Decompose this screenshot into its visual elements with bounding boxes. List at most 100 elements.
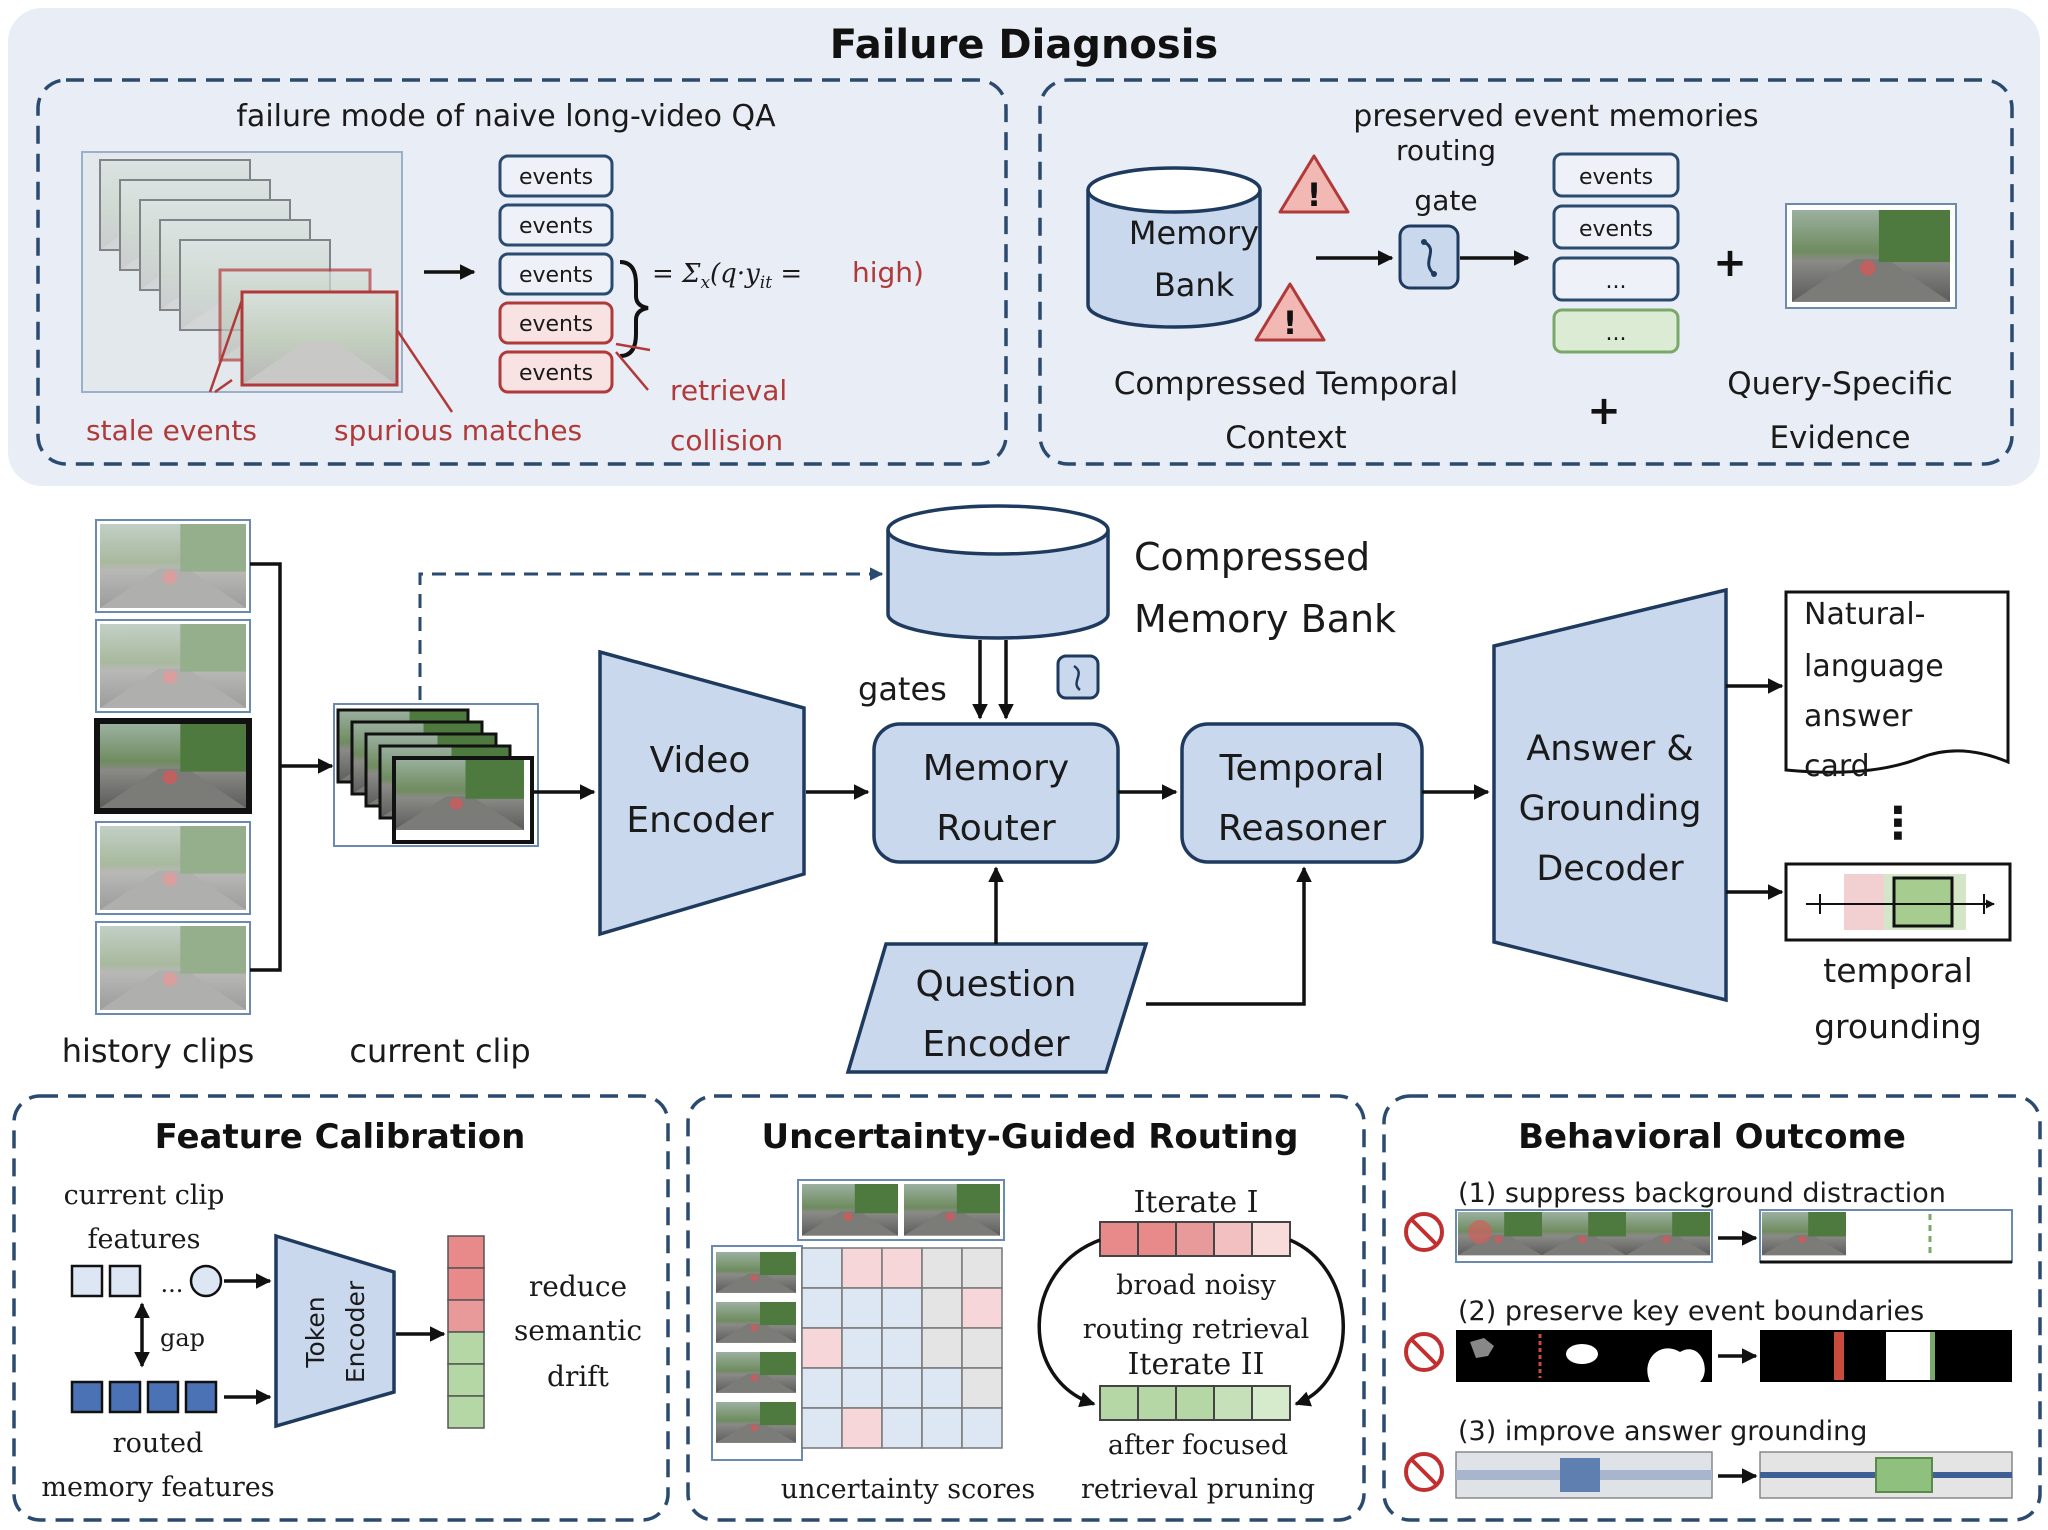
svg-text:Encoder: Encoder bbox=[922, 1024, 1069, 1065]
uncertainty-scores-label: uncertainty scores bbox=[781, 1474, 1035, 1505]
outcome-2-before bbox=[1456, 1330, 1712, 1382]
temporal-grounding-bar bbox=[1784, 862, 2012, 942]
history-clips bbox=[94, 519, 252, 1015]
outcome-1-after bbox=[1759, 1209, 2013, 1264]
outcome-3-after bbox=[1759, 1451, 2013, 1499]
collision-label: collision bbox=[670, 424, 783, 457]
svg-text:events: events bbox=[519, 214, 593, 239]
stale-events-label: stale events bbox=[86, 414, 257, 447]
vertical-ellipsis: ⋮ bbox=[1876, 798, 1920, 849]
svg-text:broad noisy: broad noisy bbox=[1116, 1270, 1277, 1301]
svg-text:Encoder: Encoder bbox=[626, 800, 773, 841]
svg-text:events: events bbox=[519, 165, 593, 190]
svg-text:Decoder: Decoder bbox=[1536, 849, 1684, 889]
collision-formula: = Σx(q·yit = high) bbox=[652, 256, 924, 293]
outcome-item-1: (1) suppress background distraction bbox=[1458, 1178, 1946, 1209]
calibrated-token-column bbox=[447, 1235, 485, 1429]
svg-text:card: card bbox=[1804, 749, 1870, 784]
svg-text:Router: Router bbox=[936, 808, 1056, 849]
warning-icon: ! bbox=[1278, 154, 1350, 214]
svg-text:drift: drift bbox=[547, 1360, 610, 1393]
stacked-history-frames bbox=[81, 151, 403, 393]
answer-grounding-decoder bbox=[1492, 587, 1728, 1003]
svg-text:Memory: Memory bbox=[1129, 214, 1259, 252]
preserved-memories-title: preserved event memories bbox=[1353, 99, 1758, 134]
svg-text:current clip: current clip bbox=[64, 1180, 225, 1211]
uncertainty-frames bbox=[711, 1179, 1005, 1461]
svg-text:Encoder: Encoder bbox=[341, 1280, 370, 1383]
outcome-3-before bbox=[1455, 1451, 1713, 1499]
current-clip-features: ... bbox=[70, 1264, 223, 1298]
svg-text:reduce: reduce bbox=[529, 1270, 627, 1303]
spurious-matches-label: spurious matches bbox=[334, 414, 582, 447]
event-list-right: events events ... ... bbox=[1552, 152, 1680, 354]
video-encoder bbox=[598, 649, 806, 937]
svg-text:Question: Question bbox=[915, 964, 1076, 1005]
gap-label: gap bbox=[160, 1324, 205, 1352]
svg-text:...: ... bbox=[161, 1270, 184, 1298]
temporal-grounding-label-1: temporal bbox=[1823, 951, 1972, 990]
query-evidence-label-1: Query-Specific bbox=[1727, 366, 1953, 402]
svg-text:= Σx(q·yit =: = Σx(q·yit = bbox=[652, 259, 802, 293]
svg-text:Reasoner: Reasoner bbox=[1218, 808, 1386, 849]
svg-text:language: language bbox=[1804, 649, 1944, 684]
current-clip-stack bbox=[333, 703, 539, 847]
outcome-2-after bbox=[1760, 1330, 2012, 1382]
svg-text:events: events bbox=[519, 312, 593, 337]
compressed-memory-bank-label-1: Compressed bbox=[1134, 535, 1370, 579]
uncertainty-routing-panel bbox=[686, 1094, 1366, 1522]
plus-sign: + bbox=[1713, 240, 1747, 286]
svg-text:...: ... bbox=[1606, 269, 1627, 294]
gate-icon bbox=[1398, 224, 1460, 290]
plus-sign: + bbox=[1587, 388, 1621, 434]
feature-calibration-title: Feature Calibration bbox=[155, 1117, 526, 1157]
svg-text:high): high) bbox=[852, 256, 924, 289]
gate-label: gate bbox=[1414, 184, 1477, 217]
svg-text:events: events bbox=[1579, 165, 1653, 190]
history-clips-label: history clips bbox=[62, 1032, 255, 1070]
query-evidence-frame bbox=[1785, 203, 1957, 309]
compressed-memory-bank-label-2: Memory Bank bbox=[1134, 597, 1396, 641]
compressed-context-label-1: Compressed Temporal bbox=[1114, 366, 1458, 402]
current-clip-label: current clip bbox=[349, 1032, 530, 1070]
memory-bank-cylinder: Memory Bank bbox=[1086, 166, 1262, 329]
svg-text:after focused: after focused bbox=[1108, 1430, 1288, 1461]
token-encoder bbox=[274, 1233, 396, 1429]
svg-text:!: ! bbox=[1307, 176, 1322, 214]
prohibited-icon bbox=[1404, 1332, 1444, 1372]
preserved-memories-panel bbox=[1038, 78, 2014, 466]
gate-icon bbox=[1056, 654, 1100, 700]
routed-memory-features bbox=[70, 1380, 218, 1414]
svg-text:routed: routed bbox=[113, 1428, 204, 1459]
svg-text:...: ... bbox=[1606, 321, 1627, 346]
event-list-left: events events events events events bbox=[498, 154, 614, 394]
warning-icon: ! bbox=[1254, 282, 1326, 342]
iterate-one-label: Iterate I bbox=[1133, 1185, 1258, 1220]
answer-card bbox=[1784, 590, 2010, 774]
feature-calibration-panel bbox=[12, 1094, 670, 1522]
svg-text:events: events bbox=[519, 263, 593, 288]
svg-text:Answer &: Answer & bbox=[1526, 729, 1693, 769]
svg-text:retrieval pruning: retrieval pruning bbox=[1081, 1474, 1315, 1505]
svg-text:!: ! bbox=[1283, 304, 1298, 342]
compressed-context-label-2: Context bbox=[1225, 420, 1346, 456]
svg-text:Grounding: Grounding bbox=[1519, 789, 1702, 829]
svg-text:Temporal: Temporal bbox=[1219, 748, 1385, 789]
outcome-item-2: (2) preserve key event boundaries bbox=[1458, 1296, 1924, 1327]
uncertainty-score-grid bbox=[801, 1247, 1003, 1449]
iterate-two-bar bbox=[1099, 1385, 1291, 1421]
outcome-1-before bbox=[1455, 1209, 1713, 1263]
svg-text:memory features: memory features bbox=[41, 1472, 274, 1503]
outcome-item-3: (3) improve answer grounding bbox=[1458, 1416, 1867, 1447]
uncertainty-routing-title: Uncertainty-Guided Routing bbox=[762, 1117, 1299, 1157]
behavioral-outcome-panel bbox=[1382, 1094, 2042, 1522]
compressed-memory-bank bbox=[886, 504, 1110, 640]
svg-text:Token: Token bbox=[301, 1296, 330, 1368]
query-evidence-label-2: Evidence bbox=[1769, 420, 1910, 456]
svg-text:answer: answer bbox=[1804, 699, 1913, 734]
iterate-two-label: Iterate II bbox=[1128, 1347, 1265, 1382]
iterate-one-bar bbox=[1099, 1221, 1291, 1257]
prohibited-icon bbox=[1404, 1452, 1444, 1492]
svg-text:Natural-: Natural- bbox=[1804, 597, 1925, 632]
